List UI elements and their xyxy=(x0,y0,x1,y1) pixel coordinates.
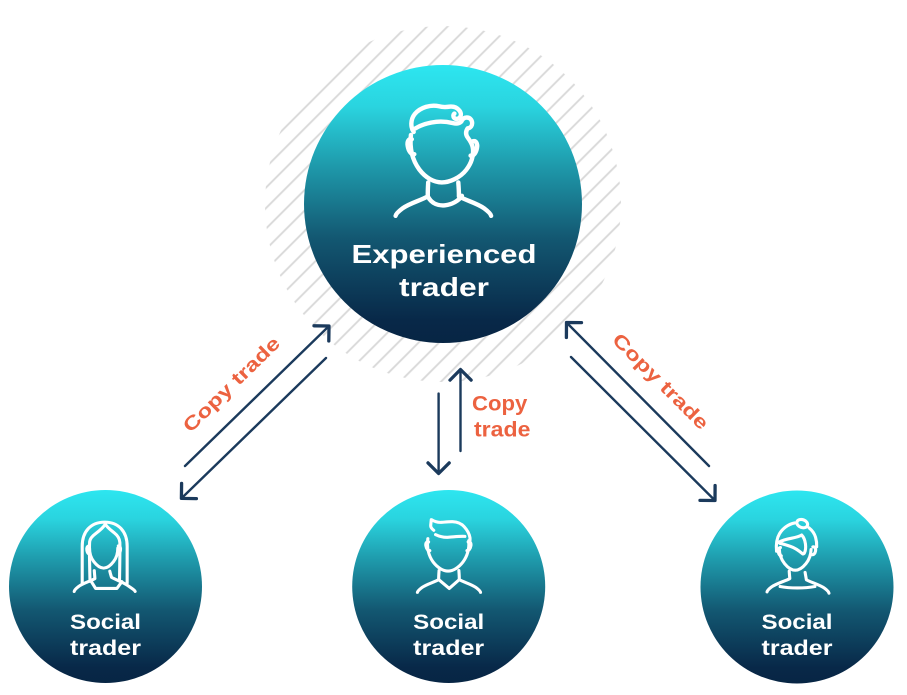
svg-text:trader: trader xyxy=(762,636,834,660)
svg-text:trader: trader xyxy=(399,272,489,302)
svg-text:Experienced: Experienced xyxy=(352,239,537,269)
svg-text:Copy trade: Copy trade xyxy=(608,330,713,435)
svg-text:Social: Social xyxy=(70,610,141,634)
svg-text:trader: trader xyxy=(413,636,485,660)
svg-text:Copy: Copy xyxy=(472,391,527,415)
svg-text:Social: Social xyxy=(413,610,484,634)
svg-text:trader: trader xyxy=(70,636,142,660)
svg-text:Social: Social xyxy=(762,610,833,634)
svg-text:trade: trade xyxy=(474,417,530,441)
